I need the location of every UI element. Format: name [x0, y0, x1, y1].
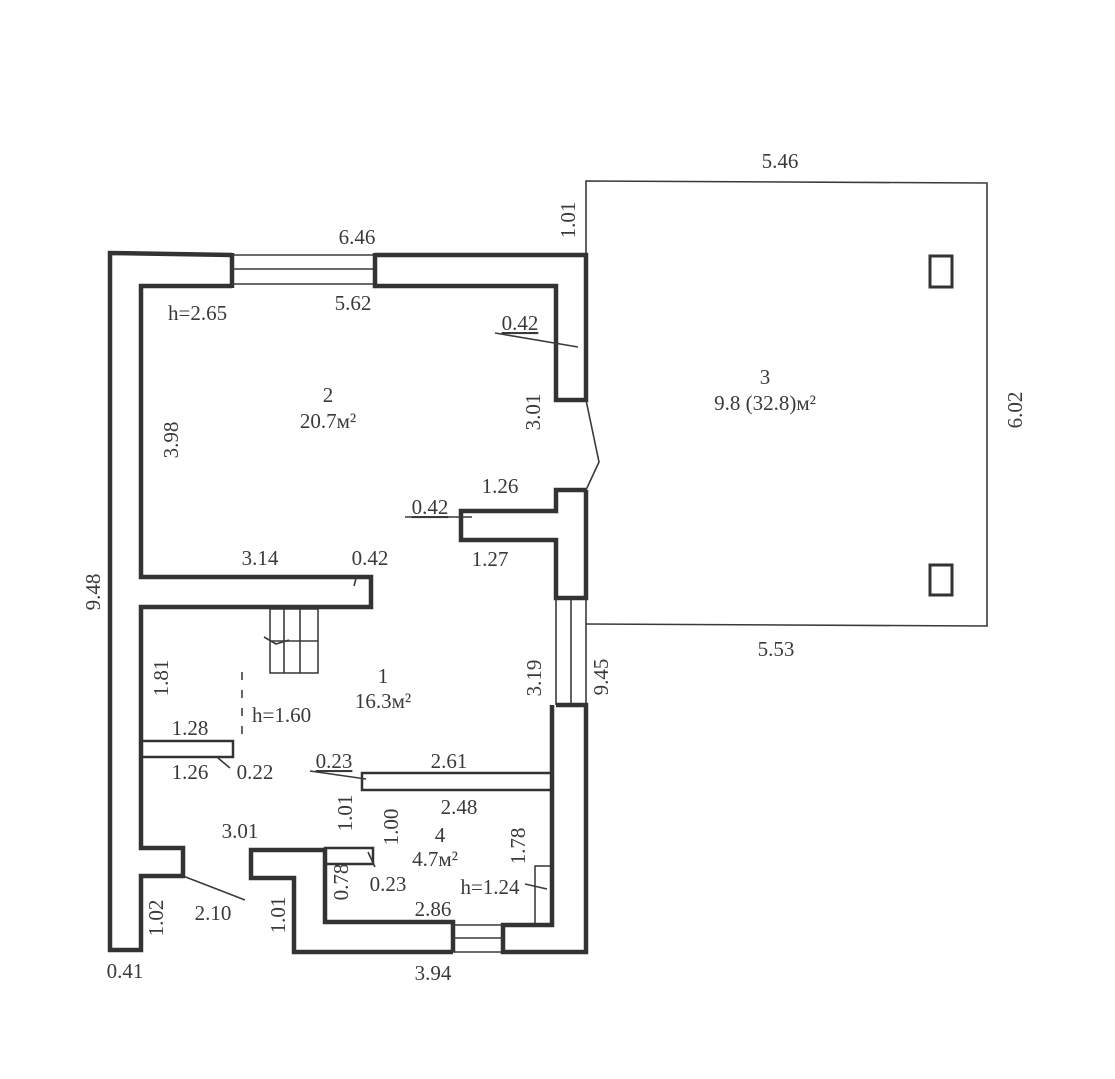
bottom-wall: [248, 847, 456, 955]
dim-left-lower: 1.02: [144, 900, 168, 937]
dim-wc-bottom: 2.86: [415, 897, 452, 921]
dim-terrace-right: 6.02: [1003, 392, 1027, 429]
entry-door: [182, 875, 246, 901]
shower-tray: [534, 865, 553, 926]
room3-area: 9.8 (32.8)м²: [714, 391, 816, 415]
dim-partition-top: 1.26: [482, 474, 519, 498]
dim-right-thick: 0.42: [502, 311, 539, 335]
dim-room2-partition: 0.42: [352, 546, 389, 570]
staircase-icon: [263, 608, 319, 674]
terrace-door: [585, 399, 600, 491]
leader: [217, 757, 231, 769]
dim-wc-stub-height: 0.78: [329, 864, 353, 901]
dim-stub-bottom: 1.26: [172, 760, 209, 784]
dim-wc-inner: 2.48: [441, 795, 478, 819]
dim-stub-top: 1.28: [172, 716, 209, 740]
leader: [494, 332, 579, 348]
dim-stub-thick: 0.22: [237, 760, 274, 784]
dim-terrace-offset: 1.01: [556, 202, 580, 239]
room1-area: 16.3м²: [355, 689, 411, 713]
dim-top-outer: 6.46: [339, 225, 376, 249]
dim-right-len: 3.01: [521, 394, 545, 431]
dim-terrace-bottom: 5.53: [758, 637, 795, 661]
room3-number: 3: [760, 365, 771, 389]
top-right-wall: [372, 252, 589, 403]
dim-room2-left: 3.98: [159, 422, 183, 459]
dim-overall-right: 9.45: [589, 659, 613, 696]
terrace-outline: [585, 180, 988, 627]
dim-wc-left-a: 1.01: [333, 795, 357, 832]
room2-number: 2: [323, 383, 334, 407]
dim-wc-stub-thick: 0.23: [370, 872, 407, 896]
dim-bottom-outer: 3.94: [415, 961, 452, 985]
dim-wc-right: 1.78: [506, 828, 530, 865]
room4-number: 4: [435, 823, 446, 847]
room4-area: 4.7м²: [412, 847, 458, 871]
leader: [367, 851, 376, 868]
middle-partition: [458, 487, 589, 601]
dim-wc-partition: 0.23: [316, 749, 353, 773]
leader: [309, 770, 367, 780]
column-top: [928, 254, 954, 289]
room2-height: h=2.65: [168, 301, 227, 325]
room1-height: h=1.60: [252, 703, 311, 727]
dim-entry-left: 1.01: [266, 897, 290, 934]
dim-room2-bottom: 3.14: [242, 546, 279, 570]
dim-entry-door: 2.10: [195, 901, 232, 925]
dim-entry-top: 3.01: [222, 819, 259, 843]
wc-stub: [323, 846, 375, 866]
dim-room1-left: 1.81: [149, 660, 173, 697]
room1-number: 1: [378, 664, 389, 688]
dim-partition-bottom: 1.27: [472, 547, 509, 571]
dim-top-inner: 5.62: [335, 291, 372, 315]
dim-wc-top: 2.61: [431, 749, 468, 773]
dim-overall-left: 9.48: [81, 574, 105, 611]
leader: [524, 883, 548, 890]
dim-partition-thick: 0.42: [412, 495, 449, 519]
dim-wc-left-b: 1.00: [379, 809, 403, 846]
room4-height: h=1.24: [460, 875, 520, 899]
dim-wall-thick: 0.41: [107, 959, 144, 983]
room2-area: 20.7м²: [300, 409, 356, 433]
column-bottom: [928, 563, 954, 597]
leader: [353, 574, 358, 587]
dim-terrace-top: 5.46: [762, 149, 799, 173]
dim-room1-window: 3.19: [522, 660, 546, 697]
left-outer-wall: [107, 250, 374, 953]
wc-partition: [360, 771, 554, 792]
stub-wall: [139, 739, 235, 759]
